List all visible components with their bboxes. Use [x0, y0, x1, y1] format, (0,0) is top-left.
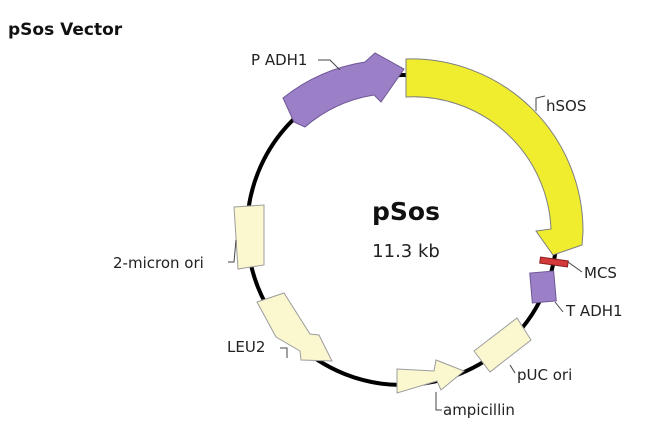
t-adh1-feature [529, 270, 557, 304]
t-adh1-leader [554, 301, 564, 313]
t-adh1-label: T ADH1 [565, 302, 623, 320]
two-micron-ori-leader [228, 239, 237, 263]
mcs-site [539, 256, 569, 268]
two-micron-ori-label: 2-micron ori [113, 254, 204, 272]
p-adh1-feature [282, 52, 405, 128]
leu2-leader [280, 347, 288, 358]
leu2-label: LEU2 [227, 338, 265, 356]
p-adh1-label: P ADH1 [251, 51, 307, 69]
hsos-leader [535, 95, 546, 111]
mcs-leader [567, 261, 583, 273]
puc-ori-feature [473, 317, 532, 373]
p-adh1-leader [318, 59, 341, 71]
puc-ori-leader [509, 364, 516, 374]
puc-ori-label: pUC ori [517, 366, 572, 384]
two-micron-ori-feature [233, 204, 265, 270]
plasmid-size: 11.3 kb [372, 241, 440, 262]
mcs-label: MCS [584, 264, 617, 282]
plasmid-name: pSos [372, 197, 440, 226]
ampicillin-feature [396, 359, 465, 394]
page-title: pSos Vector [8, 20, 123, 40]
hsos-label: hSOS [546, 97, 586, 115]
ampicillin-leader [435, 392, 442, 411]
leu2-feature [256, 292, 333, 362]
hsos-feature [405, 58, 584, 256]
ampicillin-label: ampicillin [443, 401, 515, 419]
